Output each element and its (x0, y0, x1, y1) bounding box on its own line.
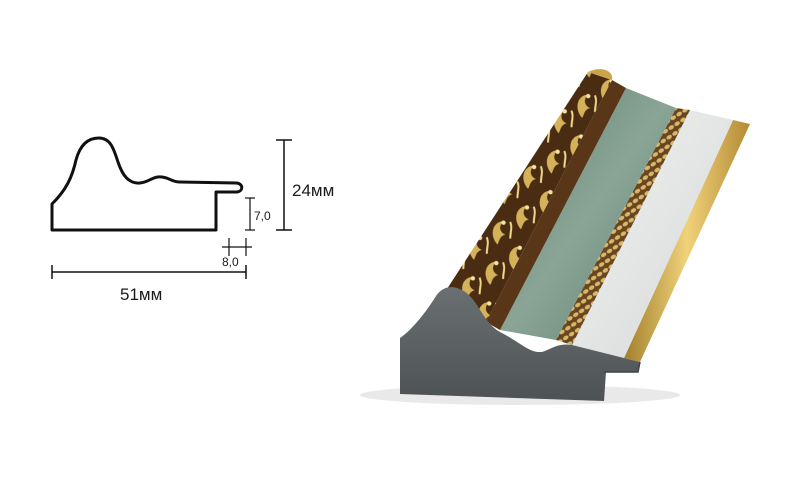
bronze-band (486, 80, 626, 330)
rebate-edge (604, 361, 641, 373)
gold-lip (624, 120, 750, 362)
silver-flat (572, 110, 733, 358)
cut-end-face (400, 287, 640, 401)
ridge-cap (588, 69, 613, 80)
height-label: 24мм (292, 181, 334, 200)
rebate-width-label: 8,0 (222, 255, 239, 269)
width-label: 51мм (120, 285, 162, 304)
rebate-depth-label: 7,0 (254, 209, 271, 223)
rebate-depth-dimension: 7,0 (245, 197, 271, 231)
rebate-width-dimension: 8,0 (222, 238, 252, 269)
patina-channel (500, 88, 676, 340)
width-dimension: 51мм (51, 265, 247, 304)
profile-drawing: 24мм 7,0 8,0 51мм (50, 136, 334, 304)
profile-outline (50, 136, 244, 232)
ornamental-ridge (445, 72, 612, 322)
bead-strip (556, 108, 690, 345)
moulding-sample-image (360, 69, 750, 405)
height-dimension: 24мм (276, 139, 334, 231)
